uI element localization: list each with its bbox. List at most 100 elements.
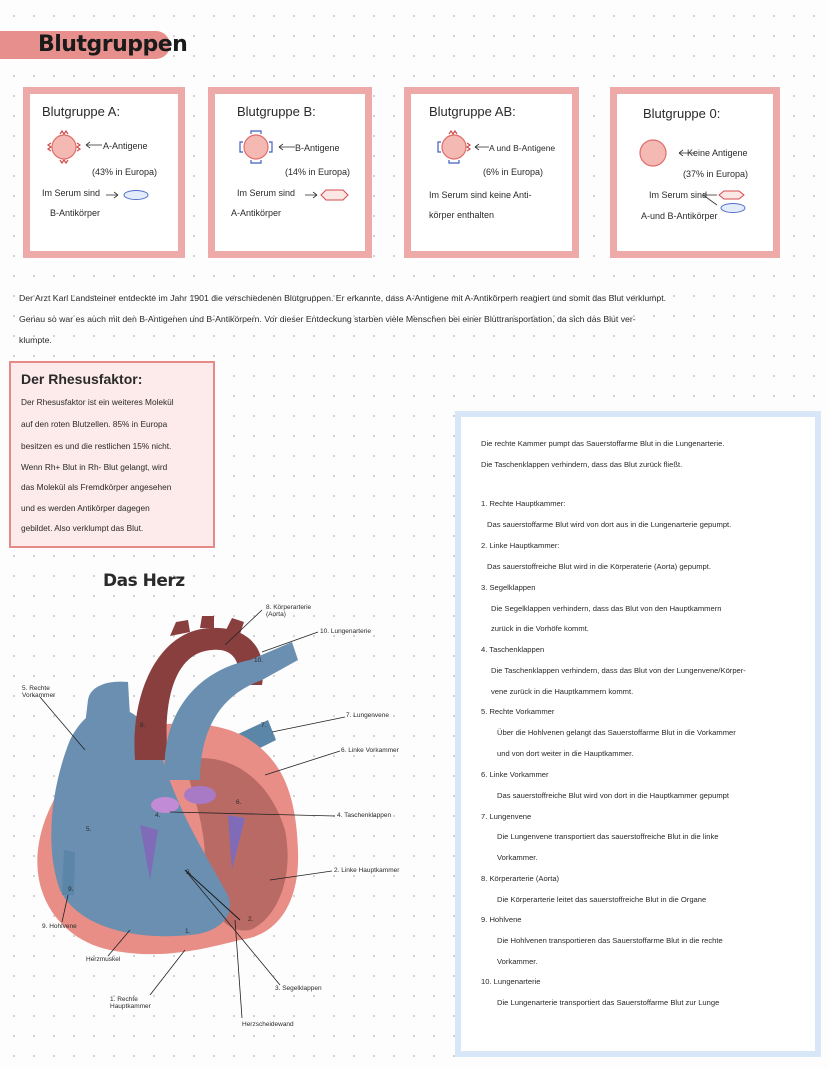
legend-item-text: Das sauerstoffreiche Blut wird in die Kö… [487,562,711,571]
percent-label: (37% in Europa) [683,169,749,179]
heart-number: 1. [185,928,191,935]
legend-item-text: Die Körperarterie leitet das sauerstoffr… [497,895,707,904]
heart-number: 2. [248,916,254,923]
title-highlight [0,31,170,59]
legend-item-title: 7. Lungenvene [481,812,532,821]
red-blood-cell-a-icon [46,130,102,165]
inferior-vena-cava-shape [62,850,75,895]
legend-item-text: Die Lungenarterie transportiert das Saue… [497,998,720,1007]
rhesus-line: Wenn Rh+ Blut in Rh- Blut gelangt, wird [21,462,168,472]
legend-item-text: Die Segelklappen verhindern, dass das Bl… [491,604,722,613]
label-pocket-valves: 4. Taschenklappen [337,812,392,819]
card-heading: Blutgruppe AB: [429,104,516,119]
page-title: Blutgruppen [38,32,188,57]
aorta-shape [134,627,264,760]
label-heart-muscle: Herzmuskel [86,956,121,963]
label-pulmonary-artery: 10. Lungenarterie [320,628,371,635]
heart-number: 6. [236,799,242,806]
label-left-ventricle: 2. Linke Hauptkammer [334,867,400,874]
paragraph-line: Der Arzt Karl Landsteiner entdeckte im J… [19,293,667,303]
blood-group-card-ab: Blutgruppe AB: A und B-Antigene (6% in E… [404,87,579,258]
serum-antibody-label: B-Antikörper [50,208,101,218]
percent-label: (43% in Europa) [92,167,158,177]
rhesus-line: auf den roten Blutzellen. 85% in Europa [21,419,168,429]
label-right-ventricle: 1. Rechte Hauptkammer [110,996,151,1010]
legend-item-text: Die Taschenklappen verhindern, dass das … [491,666,746,675]
label-right-atrium: 5. Rechte Vorkammer [22,685,56,699]
legend-item-text: Das sauerstoffarme Blut wird von dort au… [487,520,732,529]
legend-item-title: 9. Hohlvene [481,915,522,924]
antibody-a-and-b-icon [703,190,746,213]
red-blood-cell-0-icon [639,139,695,167]
heart-leader-lines [39,609,346,1019]
legend-item-text: vene zurück in die Hauptkammern kommt. [491,687,634,696]
paragraph-line: klumpte. [19,335,52,345]
antigen-label: A-Antigene [103,141,148,151]
antigen-label: A und B-Antigene [489,143,556,153]
pocket-valve-right-shape [184,786,216,804]
rhesus-line: gebildet. Also verklumpt das Blut. [21,523,144,533]
legend-item-title: 10. Lungenarterie [481,977,541,986]
legend-item-text: Vorkammer. [497,853,538,862]
serum-label: Im Serum sind [237,188,296,198]
heart-legend-box: Die rechte Kammer pumpt das Sauerstoffar… [455,411,821,1057]
serum-antibody-label: A-Antikörper [231,208,282,218]
rhesus-title: Der Rhesusfaktor: [21,371,143,387]
label-sail-valves: 3. Segelklappen [275,985,322,992]
legend-item-title: 8. Körperarterie (Aorta) [481,874,560,883]
label-vena-cava: 9. Hohlvene [42,923,77,930]
legend-item-text: Die Lungenvene transportiert das sauerst… [497,832,719,841]
label-pulmonary-vein: 7. Lungenvene [346,712,390,719]
legend-item-text: Das sauerstoffreiche Blut wird von dort … [497,791,730,800]
blood-group-card-a: Blutgruppe A: A-Antigene (43% in Europa)… [23,87,185,258]
antibody-b-icon [106,190,149,200]
heart-number: 4. [155,812,161,819]
legend-item-title: 4. Taschenklappen [481,645,545,654]
heart-number: 3. [186,869,192,876]
blood-group-card-0: Blutgruppe 0: Keine Antigene (37% in Eur… [610,87,780,258]
legend-item-text: Über die Hohlvenen gelangt das Sauerstof… [497,728,736,737]
heart-number: 9. [68,886,74,893]
heart-title: Das Herz [103,571,185,591]
rhesus-line: das Molekül als Fremdkörper angesehen [21,482,172,492]
landsteiner-paragraph: Der Arzt Karl Landsteiner entdeckte im J… [19,288,819,351]
rhesus-line: Der Rhesusfaktor ist ein weiteres Molekü… [21,397,174,407]
legend-item-text: zurück in die Vorhöfe kommt. [491,624,589,633]
legend-item-title: 5. Rechte Vorkammer [481,707,555,716]
legend-item-text: Vorkammer. [497,957,538,966]
percent-label: (6% in Europa) [483,167,544,177]
pocket-valve-left-shape [151,797,179,813]
rhesus-line: besitzen es und die restlichen 15% nicht… [21,441,172,451]
legend-intro-line: Die Taschenklappen verhindern, dass das … [481,460,683,469]
label-aorta: 8. Körperarterie (Aorta) [266,604,312,618]
serum-label: Im Serum sind [649,190,708,200]
heart-number: 10. [254,657,264,664]
antibody-a-icon [305,189,349,201]
antigen-label: B-Antigene [295,143,340,153]
label-septum: Herzscheidewand [242,1021,294,1028]
red-blood-cell-b-icon [239,130,295,164]
serum-antibody-label: körper enthalten [429,210,495,220]
heart-number: 8. [140,722,146,729]
card-heading: Blutgruppe 0: [643,106,721,121]
card-heading: Blutgruppe A: [42,104,121,119]
legend-item-text: Die Hohlvenen transportieren das Sauerst… [497,936,723,945]
percent-label: (14% in Europa) [285,167,351,177]
serum-label: Im Serum sind [42,188,101,198]
serum-label: Im Serum sind keine Anti- [429,190,532,200]
legend-item-title: 1. Rechte Hauptkammer: [481,499,566,508]
legend-item-title: 3. Segelklappen [481,583,536,592]
rhesus-line: und es werden Antikörper dagegen [21,503,150,513]
legend-item-text: und von dort weiter in die Hauptkammer. [497,749,634,758]
red-blood-cell-ab-icon [437,130,489,164]
paragraph-line: Genau so war es auch mit den B-Antigenen… [19,314,636,324]
antigen-label: Keine Antigene [687,148,748,158]
legend-item-title: 2. Linke Hauptkammer: [481,541,560,550]
right-heart-shape [51,707,230,937]
legend-item-title: 6. Linke Vorkammer [481,770,549,779]
rhesus-box: Der Rhesusfaktor: Der Rhesusfaktor ist e… [9,361,215,548]
legend-intro-line: Die rechte Kammer pumpt das Sauerstoffar… [481,439,725,448]
sail-valve-shape [140,825,158,880]
heart-number: 5. [86,826,92,833]
blood-group-card-b: Blutgruppe B: B-Antigene (14% in Europa)… [208,87,372,258]
